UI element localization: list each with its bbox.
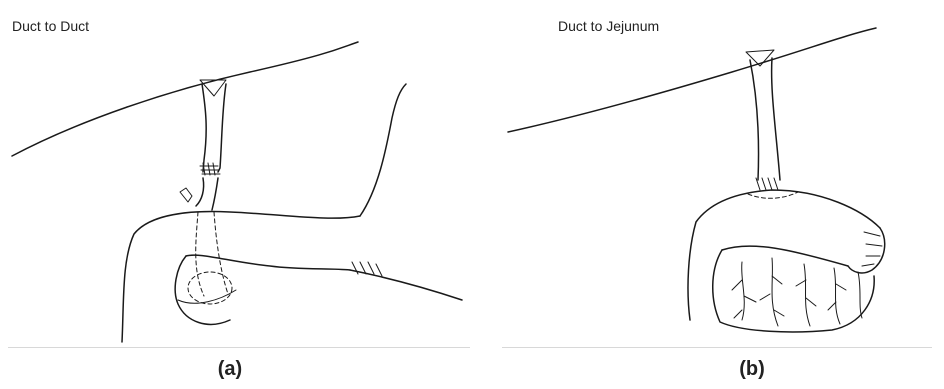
panel-duct-to-jejunum: Duct to Jejunum (b)	[472, 0, 944, 389]
duct-to-jejunum-illustration	[472, 0, 944, 389]
panel-divider-line	[8, 347, 470, 348]
duct-to-duct-illustration	[0, 0, 472, 389]
panel-caption: (b)	[712, 358, 792, 381]
panel-duct-to-duct: Duct to Duct (a)	[0, 0, 472, 389]
panel-divider-line	[502, 347, 932, 348]
panel-caption: (a)	[190, 358, 270, 381]
